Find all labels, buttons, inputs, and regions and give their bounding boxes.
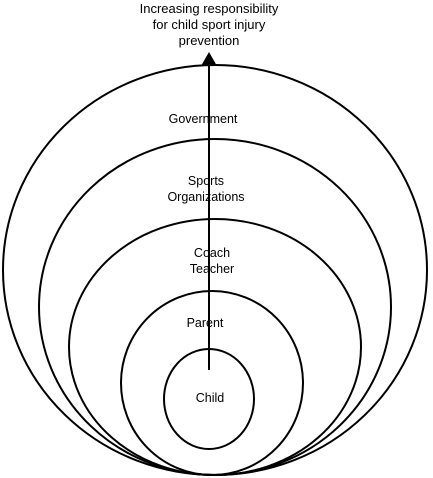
title-line-1: Increasing responsibility	[140, 1, 279, 16]
parent-ring	[120, 290, 304, 476]
level-label-coach: Coach	[194, 246, 230, 260]
level-label-sports: Sports	[188, 174, 224, 188]
responsibility-arrowhead-icon	[201, 52, 217, 66]
title-line-3: prevention	[179, 33, 240, 48]
level-label-child: Child	[196, 391, 225, 405]
level-label-government: Government	[169, 112, 238, 126]
level-label-organizations: Organizations	[167, 190, 244, 204]
title-line-2: for child sport injury	[153, 17, 266, 32]
level-label-parent: Parent	[187, 316, 224, 330]
level-label-teacher: Teacher	[190, 262, 234, 276]
